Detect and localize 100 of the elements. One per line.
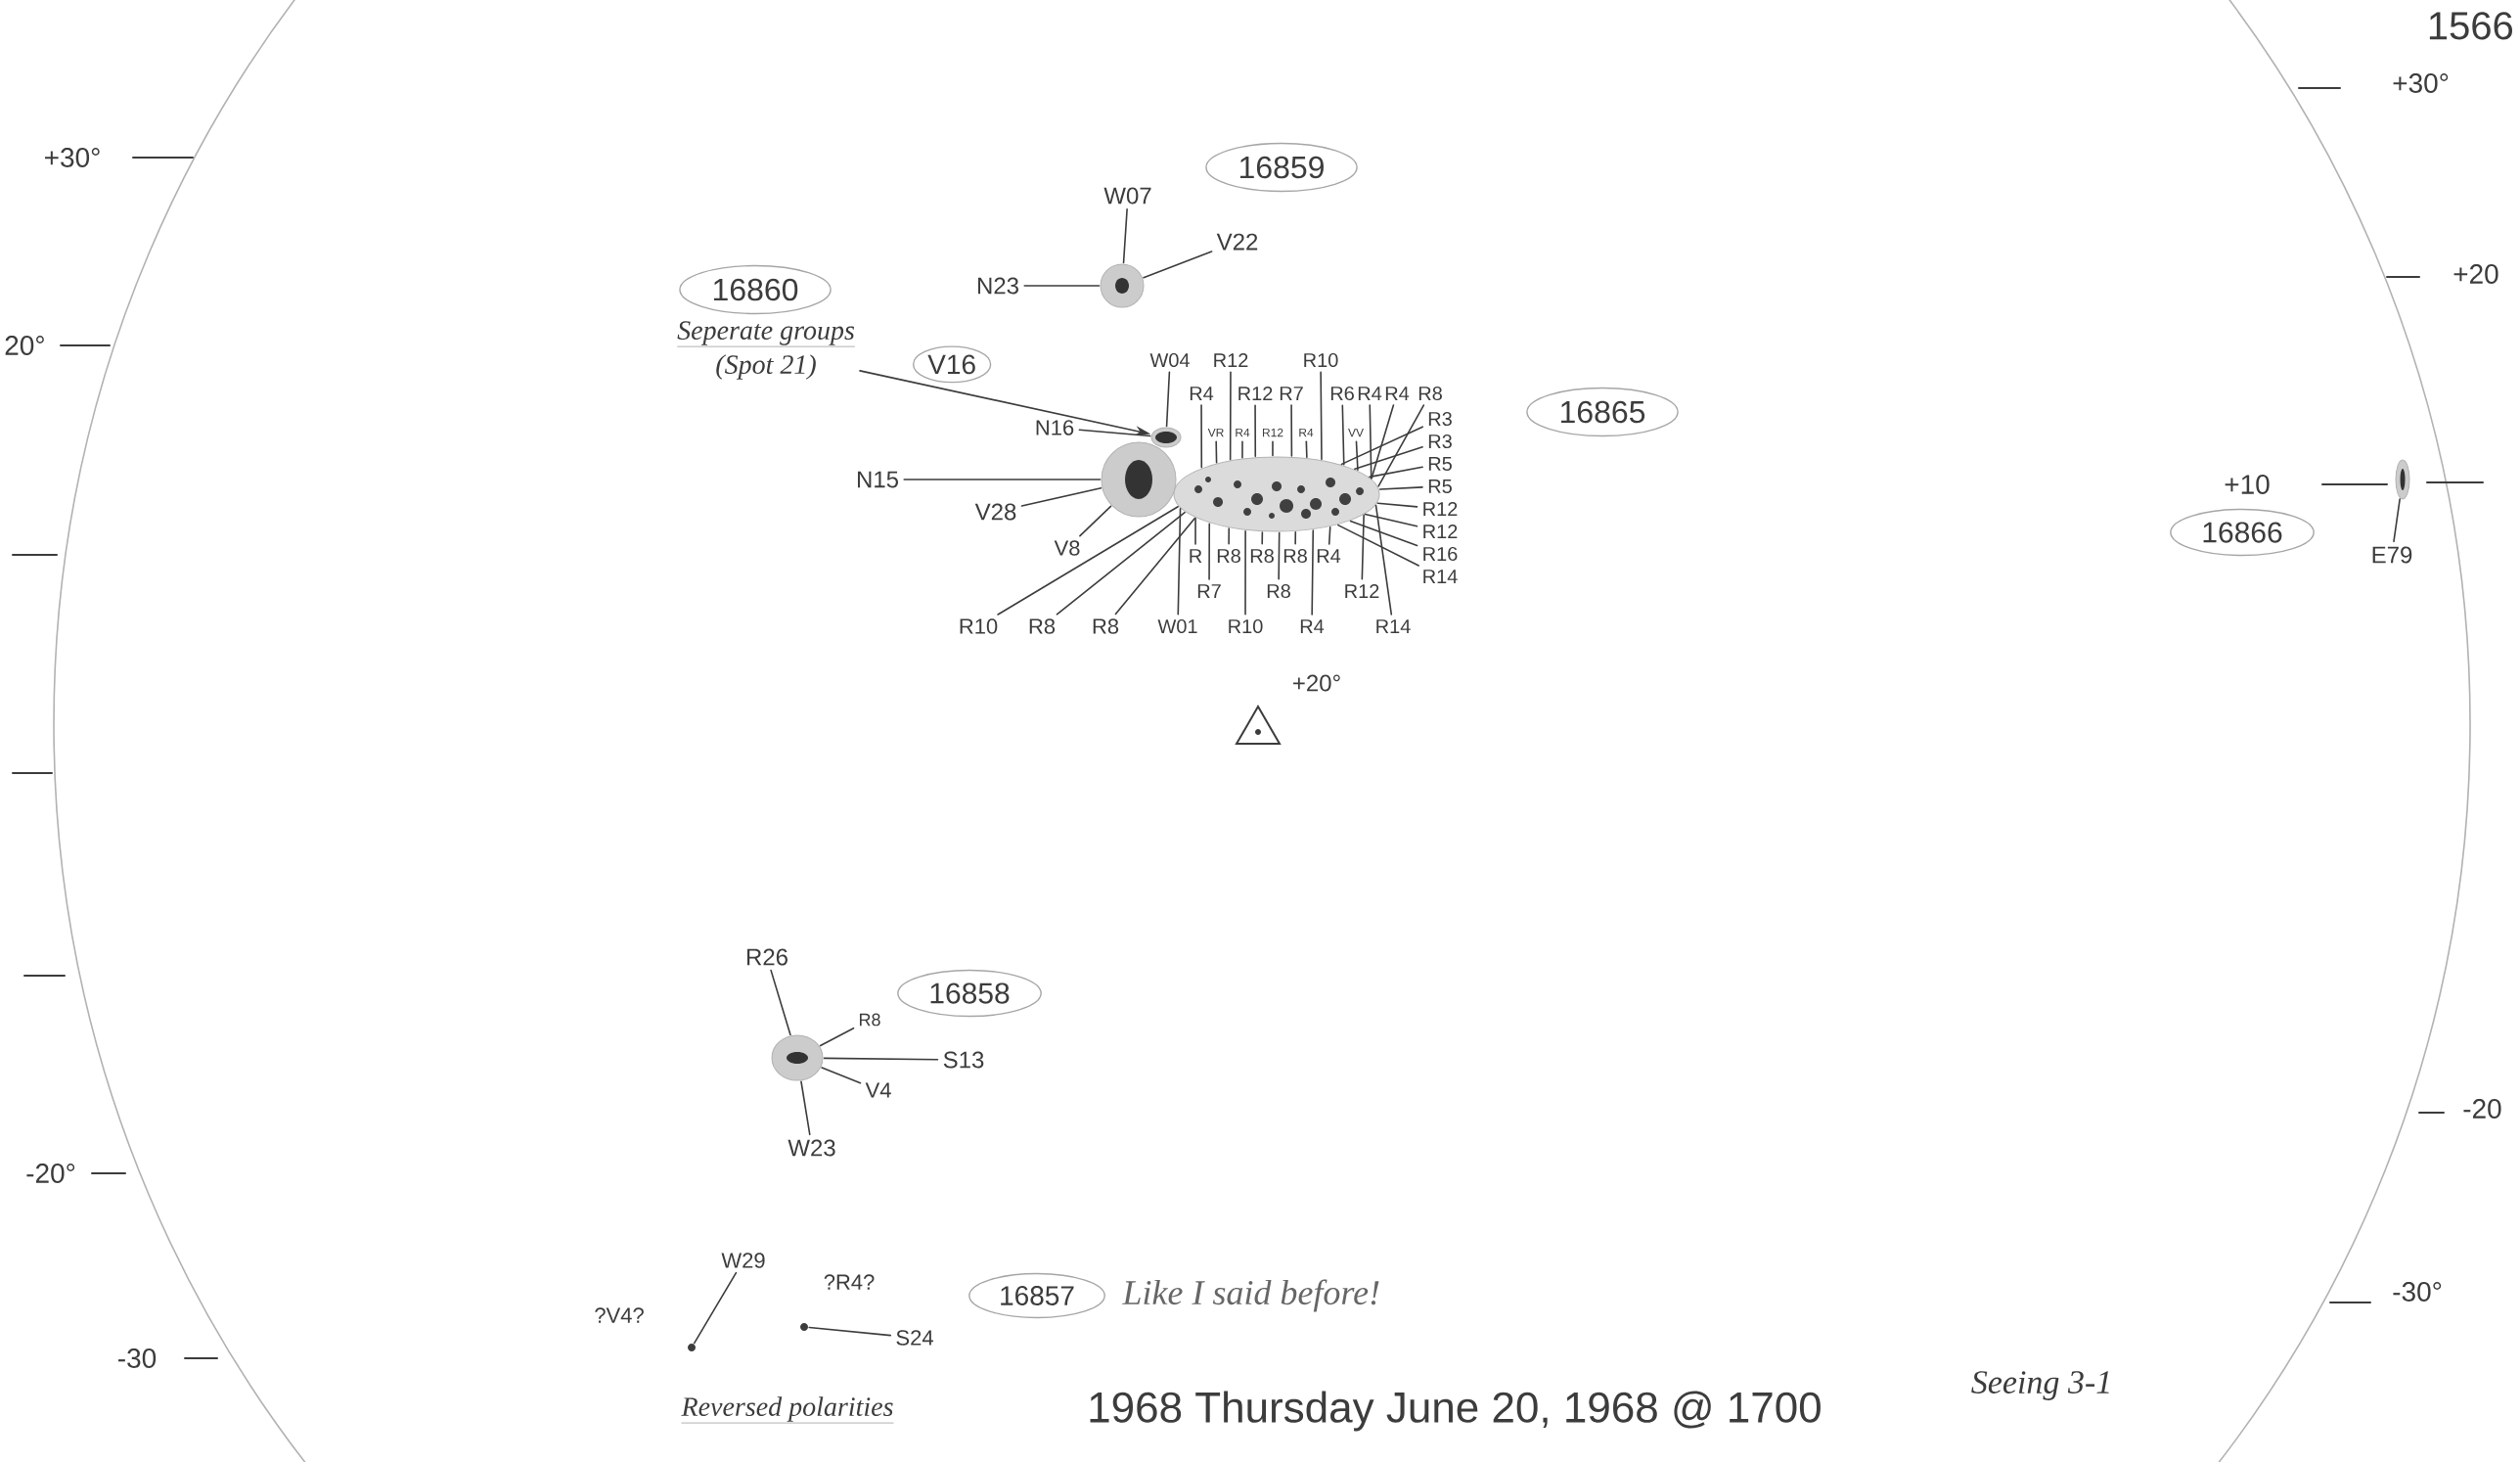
spot-label: R4 — [1300, 619, 1325, 633]
note: Seeing 3-1 — [1971, 1371, 2109, 1400]
leader-line — [1371, 404, 1395, 480]
leader-line — [1079, 505, 1112, 537]
spot-label: R12 — [1263, 428, 1283, 437]
spot-label: R12 — [1423, 525, 1458, 538]
region-number: 16865 — [1526, 387, 1679, 437]
latitude-label: -30 — [118, 1348, 157, 1368]
leader-line — [2393, 498, 2401, 543]
leader-line — [821, 1067, 862, 1084]
spot-label: R5 — [1428, 480, 1452, 493]
spot-label: V22 — [1216, 233, 1258, 251]
spot-label: R14 — [1376, 619, 1411, 633]
leader-line — [1194, 518, 1196, 545]
latitude-label: +30° — [2393, 73, 2449, 93]
spot-label: V28 — [974, 503, 1016, 521]
note: Reversed polarities — [681, 1396, 894, 1424]
spot-label: R10 — [1229, 618, 1263, 634]
spot-label: R8 — [1418, 386, 1442, 401]
spot-label: W07 — [1103, 187, 1151, 205]
spot-label: R8 — [1093, 618, 1119, 634]
leader-line — [1361, 514, 1365, 580]
spot-label: R12 — [1345, 584, 1379, 598]
spot-label: W29 — [721, 1253, 765, 1268]
sunspot — [771, 1034, 824, 1081]
spot-label: V4 — [865, 1082, 891, 1098]
spot-label: R5 — [1428, 457, 1452, 471]
leader-line — [997, 506, 1179, 616]
leader-line — [1143, 251, 1213, 279]
spot-label: S24 — [896, 1330, 933, 1346]
leader-line — [1341, 404, 1345, 466]
leader-line — [808, 1326, 892, 1337]
spot-label: R — [1190, 549, 1202, 563]
spot-label: R8 — [1029, 618, 1056, 634]
spot-label: R12 — [1423, 502, 1458, 516]
leader-line — [1078, 429, 1151, 437]
spot-label: R12 — [1214, 353, 1248, 367]
region-number: 16859 — [1205, 142, 1358, 193]
leader-line — [1208, 523, 1211, 580]
leader-line — [1376, 502, 1418, 508]
spot-label: V8 — [1054, 540, 1080, 556]
note: Like I said before! — [1122, 1279, 1379, 1312]
spot-label: R4 — [1317, 549, 1341, 563]
region-number: 16866 — [2170, 508, 2315, 557]
region-number: 16857 — [968, 1272, 1105, 1319]
spot-label: R4 — [1385, 387, 1410, 400]
leader-line — [800, 1080, 811, 1136]
spot-label: R10 — [960, 618, 998, 634]
spot-label: R7 — [1280, 387, 1303, 400]
sunspot — [1150, 427, 1182, 448]
sunspot-group — [1173, 456, 1380, 532]
leader-line — [1305, 440, 1308, 458]
leader-line — [693, 1271, 738, 1345]
spot-label: N23 — [978, 277, 1018, 295]
region-number: 16858 — [897, 969, 1042, 1018]
spot-label: S13 — [943, 1051, 984, 1069]
spot-label: ?R4? — [824, 1274, 875, 1290]
latitude-label: +20° — [1293, 674, 1340, 692]
leader-line — [1377, 404, 1425, 487]
spot-label: R3 — [1428, 434, 1452, 449]
leader-line — [1364, 513, 1418, 527]
leader-line — [1114, 517, 1196, 616]
spot-label: N16 — [1036, 420, 1074, 435]
leader-line — [1254, 404, 1257, 458]
leader-line — [1355, 440, 1359, 472]
leader-line — [819, 1027, 855, 1047]
leader-line — [1294, 531, 1297, 545]
spot-label: ?V4? — [595, 1307, 644, 1323]
leader-line — [1290, 404, 1293, 457]
spot-label: R16 — [1423, 546, 1458, 562]
leader-line — [1374, 504, 1393, 616]
edge-label: V16 — [912, 345, 992, 384]
leader-line — [1020, 486, 1102, 507]
leader-line — [1272, 440, 1274, 457]
leader-line — [1056, 511, 1186, 616]
leader-line — [770, 969, 791, 1036]
spot-label: R10 — [1304, 352, 1338, 368]
spot-label: W01 — [1157, 618, 1197, 634]
spot-label: VR — [1207, 428, 1224, 437]
leader-line — [1378, 486, 1423, 490]
leader-line — [1122, 207, 1128, 264]
leader-line — [1228, 527, 1231, 545]
spot-label: VV — [1348, 428, 1364, 437]
spot-label: R8 — [860, 1013, 880, 1027]
leader-line — [1320, 371, 1323, 461]
leader-line — [1369, 466, 1423, 479]
date-text: 1968 Thursday June 20, 1968 @ 1700 — [1090, 1391, 1821, 1432]
leader-line — [1311, 529, 1315, 616]
leader-line — [1261, 531, 1264, 545]
leader-line — [1200, 404, 1203, 469]
leader-line — [1354, 445, 1423, 470]
latitude-label: -30° — [2393, 1282, 2442, 1302]
note: Seperate groups (Spot 21) — [676, 321, 856, 380]
spot-label: R26 — [747, 948, 788, 966]
spot-label: R4 — [1190, 387, 1214, 400]
leader-line — [1349, 520, 1418, 547]
page-number: 1566 — [2429, 12, 2513, 40]
latitude-label: 20° — [5, 336, 44, 355]
leader-line — [1278, 531, 1281, 580]
spot-label: R8 — [1217, 548, 1240, 564]
